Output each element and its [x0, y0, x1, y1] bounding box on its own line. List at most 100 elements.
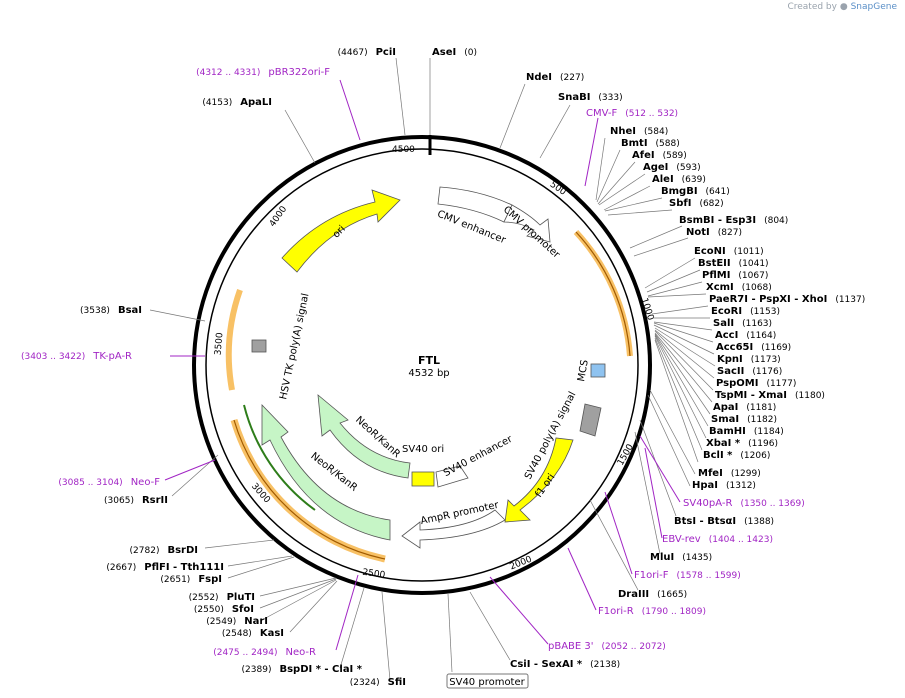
- site-label: BamHI(1184): [709, 426, 784, 437]
- orf-arc-left-core: [233, 419, 386, 560]
- sv40-enhancer-arrow: [435, 465, 469, 488]
- primer-label: (4312 .. 4331)pBR322ori-F: [196, 67, 330, 78]
- site-label: ApaI(1181): [713, 402, 776, 413]
- site-label: (3065)RsrII: [104, 495, 168, 506]
- site-label: PspOMI(1177): [716, 378, 796, 389]
- sv40-promoter-text: SV40 promoter: [449, 677, 525, 688]
- neor-inner-arrow: [317, 394, 411, 479]
- primer-label: CMV-F(512 .. 532): [586, 108, 678, 119]
- site-label: PaeR7I - PspXI - XhoI(1137): [709, 294, 865, 305]
- site-label: NdeI(227): [526, 72, 584, 83]
- sv40-ori-box: [411, 471, 435, 487]
- neor-outer-arrow: [261, 404, 391, 541]
- orf-arc-neo: [243, 404, 316, 511]
- label-cmv-promoter: CMV promoter: [501, 204, 563, 261]
- site-label: CsiI - SexAI *(2138): [510, 659, 620, 670]
- tick-500: 500: [548, 180, 568, 198]
- primer-label: (3085 .. 3104)Neo-F: [58, 477, 160, 488]
- snapgene-logo-icon: ●: [839, 2, 848, 12]
- site-label: MfeI(1299): [698, 468, 761, 479]
- center-info: FTL 4532 bp: [408, 354, 449, 379]
- ori-arrow: [281, 189, 401, 273]
- orf-arc-hsv: [225, 289, 243, 391]
- site-labels-right: AseI(0) NdeI(227) SnaBI(333) NheI(584) B…: [432, 47, 865, 670]
- site-label: EcoRI(1153): [711, 306, 780, 317]
- site-label: EcoNI(1011): [694, 246, 764, 257]
- label-sv40-ori: SV40 ori: [402, 444, 444, 455]
- tick-2500: 2500: [362, 568, 386, 581]
- site-label: BclI *(1206): [703, 450, 770, 461]
- site-label: BsmBI - Esp3I(804): [679, 215, 788, 226]
- site-label: AfeI(589): [632, 150, 687, 161]
- primer-label: SV40pA-R(1350 .. 1369): [683, 498, 805, 509]
- site-label: (2550)SfoI: [194, 604, 254, 615]
- ampr-promoter-arrow: [401, 509, 506, 549]
- site-label: SmaI(1182): [711, 414, 777, 425]
- label-mcs: MCS: [576, 359, 591, 383]
- site-label: BstEII(1041): [698, 258, 769, 269]
- site-label: (4153)ApaLI: [202, 97, 272, 108]
- primer-labels: (4312 .. 4331)pBR322ori-F CMV-F(512 .. 5…: [21, 67, 805, 658]
- primer-label: (2475 .. 2494)Neo-R: [213, 647, 316, 658]
- plasmid-name: FTL: [418, 354, 440, 367]
- site-label: SacII(1176): [717, 366, 782, 377]
- site-label: AgeI(593): [643, 162, 701, 173]
- site-label: (3538)BsaI: [80, 305, 142, 316]
- label-sv40-enhancer: SV40 enhancer: [442, 433, 515, 479]
- f1-ori-arrow: [504, 437, 574, 523]
- site-label: NotI(827): [686, 227, 742, 238]
- site-label: (2549)NarI: [206, 616, 268, 627]
- site-label: SalI(1163): [713, 318, 772, 329]
- orf-arc-right-core: [575, 231, 631, 357]
- site-label: XcmI(1068): [706, 282, 772, 293]
- hsv-tk-box: [251, 339, 267, 353]
- site-label: MluI(1435): [650, 552, 712, 563]
- site-label: BmgBI(641): [661, 186, 730, 197]
- sv40-promoter-label: SV40 promoter: [446, 673, 529, 689]
- site-label: (2552)PluTI: [189, 592, 255, 603]
- orf-arc-right: [573, 229, 633, 357]
- site-label: AleI(639): [652, 174, 706, 185]
- orf-arcs: [225, 229, 633, 563]
- sv40-promoter-box: [446, 673, 529, 689]
- site-label: (4467)PciI: [338, 47, 396, 58]
- site-label: (2389)BspDI * - ClaI *: [242, 664, 363, 675]
- site-label: XbaI *(1196): [706, 438, 778, 449]
- site-label: SnaBI(333): [558, 92, 623, 103]
- primer-label: F1ori-F(1578 .. 1599): [634, 570, 741, 581]
- site-label: KpnI(1173): [717, 354, 781, 365]
- plasmid-size: 4532 bp: [408, 368, 449, 379]
- site-label: AseI(0): [432, 47, 477, 58]
- site-label: DraIII(1665): [618, 589, 687, 600]
- credit-brand: SnapGene: [850, 2, 897, 12]
- credit: Created by ● SnapGene: [787, 2, 897, 12]
- site-label: NheI(584): [610, 126, 668, 137]
- site-label: (2324)SfiI: [350, 677, 406, 688]
- primer-label: F1ori-R(1790 .. 1809): [598, 606, 706, 617]
- sv40-polya-box: [579, 403, 602, 437]
- site-label: SbfI(682): [669, 198, 724, 209]
- site-label: (2548)KasI: [222, 628, 284, 639]
- site-label: TspMI - XmaI(1180): [715, 390, 825, 401]
- primer-label: pBABE 3'(2052 .. 2072): [548, 641, 666, 652]
- tick-4000: 4000: [268, 204, 289, 229]
- features: [251, 186, 606, 549]
- cmv-promoter-arrow: [503, 204, 551, 243]
- primer-lines: [164, 79, 681, 651]
- tick-3500: 3500: [214, 332, 226, 356]
- site-label: AccI(1164): [715, 330, 776, 341]
- site-label: Acc65I(1169): [716, 342, 791, 353]
- tick-4500: 4500: [392, 145, 415, 155]
- primer-label: (3403 .. 3422)TK-pA-R: [21, 351, 132, 362]
- site-label: (2667)PflFI - Tth111I: [106, 562, 224, 573]
- site-label: (2782)BsrDI: [130, 545, 198, 556]
- site-label: (2651)FspI: [160, 574, 222, 585]
- site-label: BmtI(588): [621, 138, 680, 149]
- leader-lines: [149, 57, 716, 681]
- backbone: [192, 135, 652, 595]
- label-hsv-tk: HSV TK poly(A) signal: [278, 292, 311, 400]
- credit-prefix: Created by: [787, 2, 837, 12]
- site-label: BtsI - BtsαI(1388): [674, 516, 774, 527]
- site-label: PflMI(1067): [702, 270, 768, 281]
